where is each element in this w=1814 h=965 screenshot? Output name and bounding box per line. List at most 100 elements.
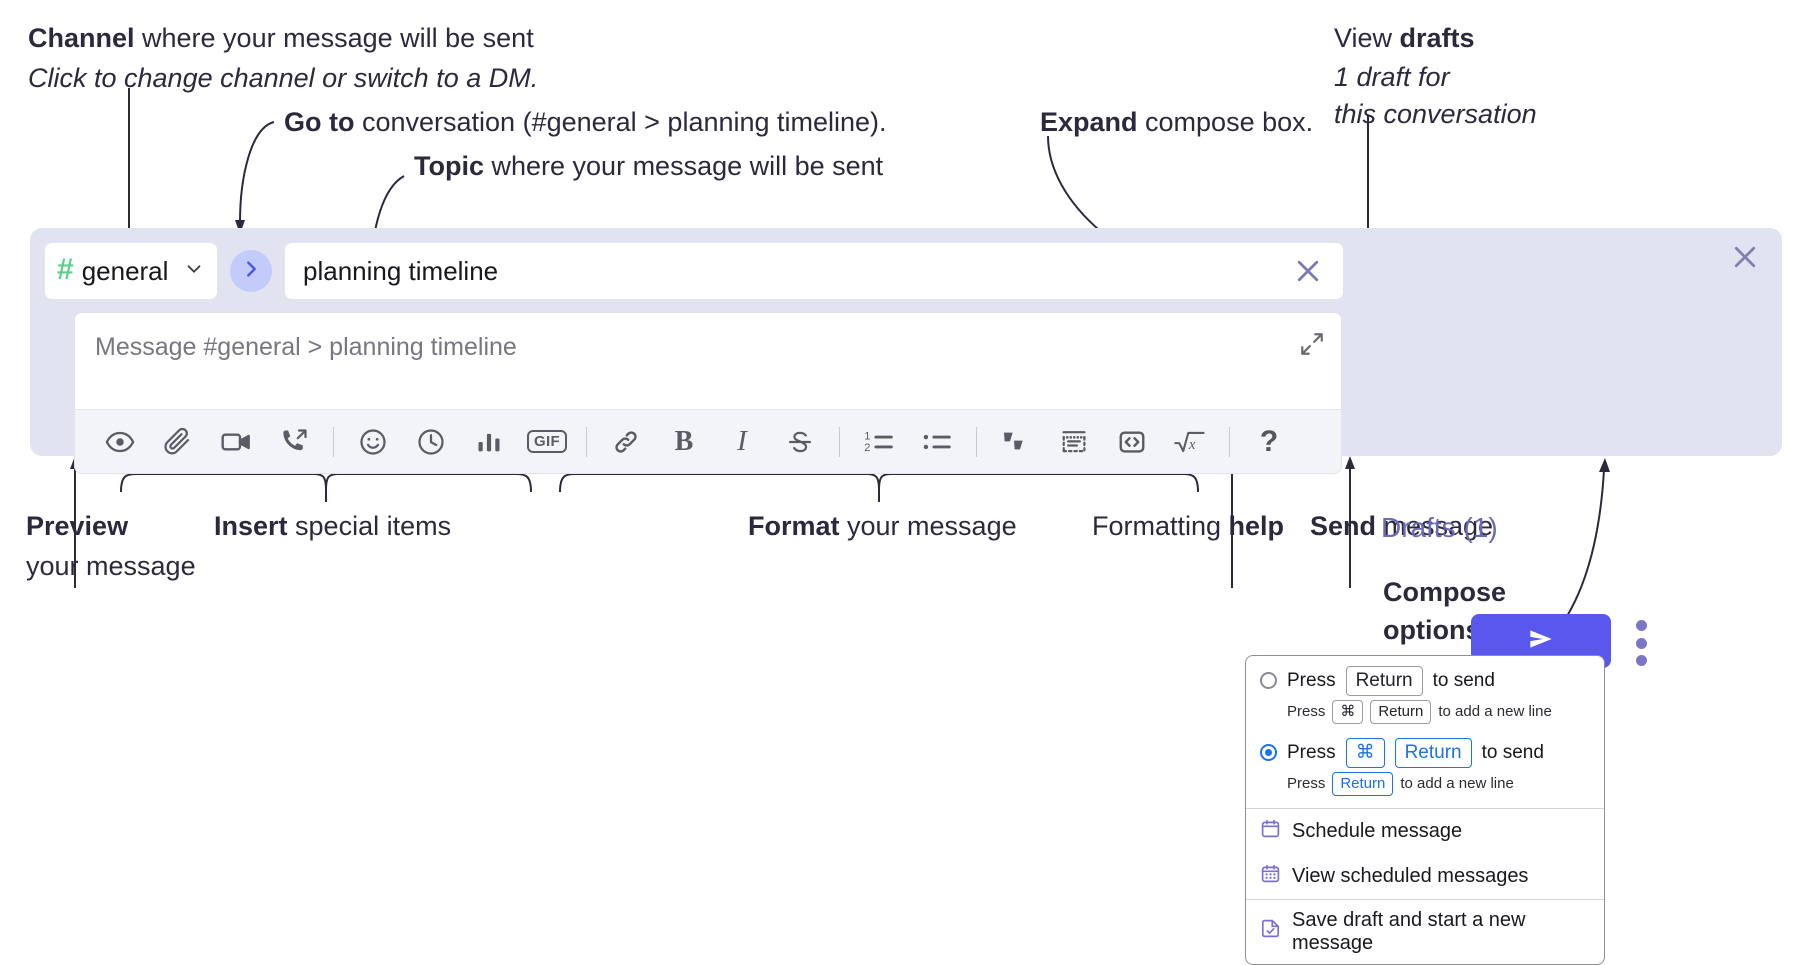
annotation-expand: Expand compose box. bbox=[1040, 106, 1313, 140]
attachment-icon[interactable] bbox=[149, 414, 207, 470]
annotation-topic: Topic where your message will be sent bbox=[414, 150, 883, 184]
annotation-format: Format your message bbox=[748, 510, 1017, 544]
expand-compose-icon[interactable] bbox=[1299, 331, 1325, 362]
send-option-return[interactable]: Press Return to send Press ⌘ Return to a… bbox=[1246, 656, 1604, 736]
close-icon[interactable] bbox=[1730, 242, 1760, 277]
annotation-goto-rest: conversation (#general > planning timeli… bbox=[354, 107, 887, 137]
annotation-channel-bold: Channel bbox=[28, 23, 135, 53]
menu-item-schedule-message[interactable]: Schedule message bbox=[1246, 809, 1604, 854]
option2-sub-key: Return bbox=[1332, 771, 1394, 796]
annotation-format-bold: Format bbox=[748, 511, 840, 541]
annotation-drafts-line2: this conversation bbox=[1334, 98, 1537, 129]
menu-divider bbox=[1246, 807, 1604, 809]
strikethrough-icon[interactable] bbox=[771, 414, 829, 470]
send-option-cmd-return[interactable]: Press ⌘ Return to send Press Return to a… bbox=[1246, 736, 1604, 808]
channel-name: general bbox=[81, 255, 169, 286]
annotation-insert-rest: special items bbox=[287, 511, 452, 541]
toolbar-divider bbox=[839, 426, 840, 457]
code-icon[interactable] bbox=[1103, 414, 1161, 470]
chevron-down-icon bbox=[183, 258, 205, 285]
option2-press: Press bbox=[1287, 741, 1336, 763]
channel-selector[interactable]: # general bbox=[44, 242, 218, 300]
annotation-insert: Insert special items bbox=[214, 510, 451, 544]
draft-check-icon bbox=[1260, 918, 1281, 945]
compose-panel: # general planning timeline Message #gen… bbox=[30, 228, 1782, 668]
toolbar-divider bbox=[586, 426, 587, 457]
compose-options-button[interactable] bbox=[1628, 620, 1654, 666]
annotation-send-bold: Send bbox=[1310, 511, 1377, 541]
svg-text:x: x bbox=[1188, 436, 1196, 452]
drafts-link[interactable]: Drafts (1) bbox=[1381, 512, 1498, 543]
compose-options-menu: Press Return to send Press ⌘ Return to a… bbox=[1245, 655, 1605, 965]
option1-press: Press bbox=[1287, 669, 1336, 691]
go-to-conversation-button[interactable] bbox=[230, 250, 272, 292]
annotation-format-rest: your message bbox=[839, 511, 1017, 541]
option2-tosend: to send bbox=[1481, 741, 1544, 763]
radio-cmd-return[interactable] bbox=[1260, 744, 1277, 762]
annotation-channel: Channel where your message will be sent … bbox=[28, 22, 538, 96]
menu-item-label: View scheduled messages bbox=[1292, 864, 1529, 887]
menu-item-view-scheduled-messages[interactable]: View scheduled messages bbox=[1246, 854, 1604, 899]
option2-key2: Return bbox=[1394, 737, 1472, 768]
radio-return[interactable] bbox=[1260, 672, 1277, 690]
bulleted-list-icon[interactable] bbox=[908, 414, 966, 470]
annotation-help-lead: Formatting bbox=[1092, 511, 1229, 541]
annotation-drafts-bold: drafts bbox=[1399, 23, 1475, 53]
annotation-help: Formatting help bbox=[1092, 510, 1284, 544]
blockquote-icon[interactable] bbox=[987, 414, 1045, 470]
kebab-dot bbox=[1635, 637, 1647, 649]
emoji-icon[interactable] bbox=[344, 414, 402, 470]
message-input-box[interactable]: Message #general > planning timeline bbox=[74, 312, 1342, 474]
option2-sub-tail: to add a new line bbox=[1400, 775, 1514, 793]
annotation-goto: Go to conversation (#general > planning … bbox=[284, 106, 887, 140]
clear-topic-icon[interactable] bbox=[1293, 256, 1327, 286]
message-placeholder: Message #general > planning timeline bbox=[95, 333, 517, 361]
annotation-channel-rest: where your message will be sent bbox=[134, 23, 534, 53]
annotation-topic-rest: where your message will be sent bbox=[484, 151, 884, 181]
svg-text:1: 1 bbox=[864, 430, 870, 442]
calendar-icon bbox=[1260, 818, 1281, 845]
poll-icon[interactable] bbox=[460, 414, 518, 470]
gif-icon[interactable]: GIF bbox=[518, 414, 576, 470]
preview-icon[interactable] bbox=[91, 414, 149, 470]
option2-key1: ⌘ bbox=[1345, 737, 1385, 768]
annotation-compose-options-line1: Compose bbox=[1383, 577, 1507, 607]
annotation-expand-rest: compose box. bbox=[1137, 107, 1314, 137]
annotation-send-rest: message bbox=[1376, 511, 1494, 541]
menu-item-save-draft[interactable]: Save draft and start a new message bbox=[1246, 900, 1604, 964]
option2-sub-press: Press bbox=[1287, 775, 1326, 793]
toolbar-divider bbox=[976, 426, 977, 457]
annotation-compose-options-line2: options bbox=[1383, 614, 1481, 645]
help-glyph: ? bbox=[1259, 424, 1279, 458]
huddle-icon[interactable] bbox=[265, 414, 323, 470]
compose-header-row: # general planning timeline bbox=[44, 242, 1768, 300]
annotation-preview-bold: Preview bbox=[26, 511, 129, 541]
svg-text:2: 2 bbox=[864, 442, 870, 454]
annotation-preview-line2: your message bbox=[26, 550, 196, 581]
clock-icon[interactable] bbox=[402, 414, 460, 470]
bold-icon[interactable]: B bbox=[674, 425, 694, 457]
topic-input[interactable]: planning timeline bbox=[284, 242, 1344, 300]
kebab-dot bbox=[1635, 655, 1647, 666]
toolbar-divider bbox=[333, 426, 334, 457]
calendar-grid-icon bbox=[1260, 863, 1281, 890]
menu-divider bbox=[1246, 898, 1604, 900]
option1-sub-press: Press bbox=[1287, 703, 1326, 721]
link-icon[interactable] bbox=[597, 414, 655, 470]
option1-sub-tail: to add a new line bbox=[1438, 703, 1552, 721]
math-icon[interactable]: x bbox=[1161, 414, 1219, 470]
hash-icon: # bbox=[57, 253, 74, 286]
annotation-drafts: View drafts 1 draft for this conversatio… bbox=[1334, 22, 1537, 131]
annotation-send: Send message bbox=[1310, 510, 1493, 544]
toolbar-divider bbox=[1229, 426, 1230, 457]
gif-label: GIF bbox=[527, 430, 567, 453]
annotation-insert-bold: Insert bbox=[214, 511, 288, 541]
help-icon[interactable]: ? bbox=[1240, 414, 1298, 470]
annotation-expand-bold: Expand bbox=[1040, 107, 1138, 137]
italic-icon[interactable]: I bbox=[737, 425, 747, 457]
annotation-goto-bold: Go to bbox=[284, 107, 355, 137]
code-block-icon[interactable] bbox=[1045, 414, 1103, 470]
video-icon[interactable] bbox=[207, 414, 265, 470]
